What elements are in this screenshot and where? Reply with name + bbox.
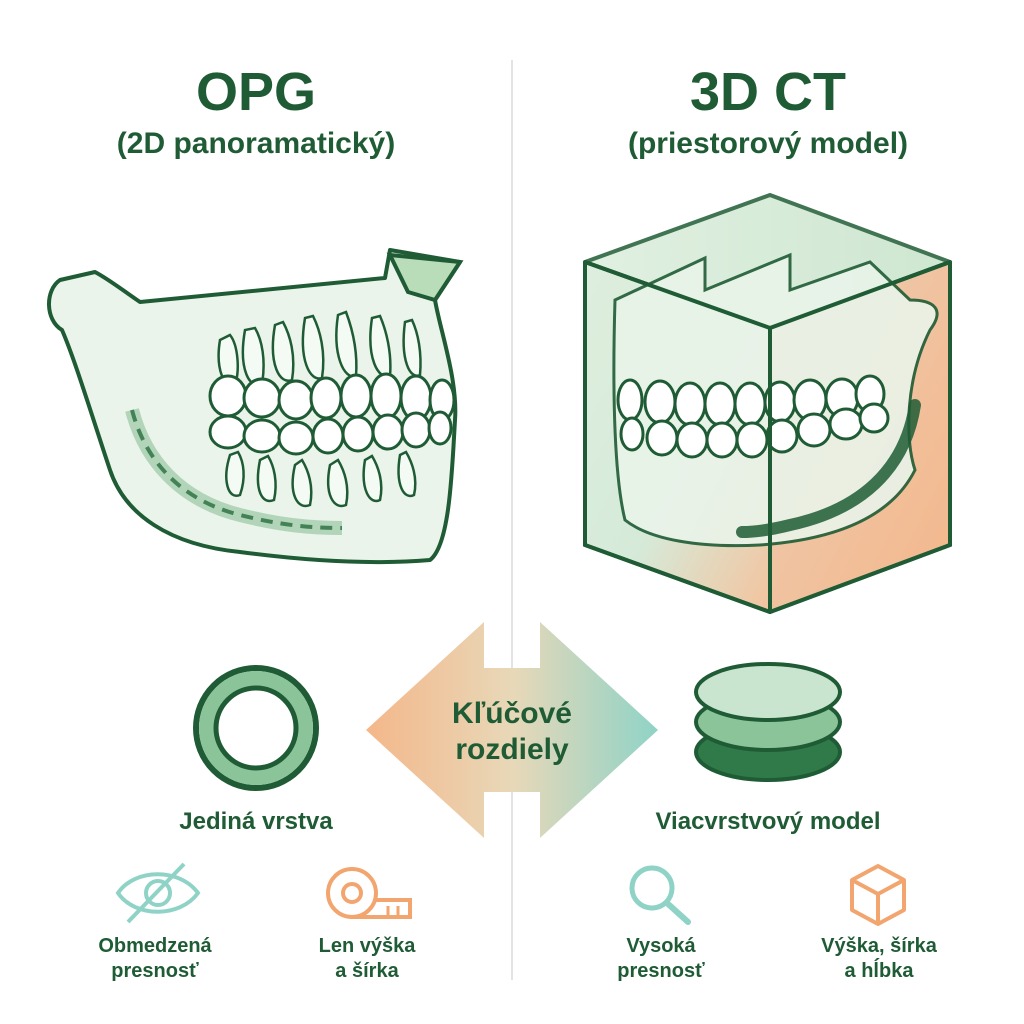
key-differences-line2: rozdiely bbox=[455, 733, 569, 766]
ct-title: 3D CT bbox=[689, 62, 846, 122]
feature-height-width-depth-line2: a hĺbka bbox=[844, 960, 914, 982]
feature-high-precision: Vysoká presnosť bbox=[576, 934, 746, 984]
ramus-notch bbox=[386, 252, 464, 303]
nerve-canal-dashed bbox=[130, 409, 343, 530]
opg-title: OPG bbox=[195, 62, 317, 122]
feature-height-width-only-line1: Len výška bbox=[318, 935, 416, 957]
ct-nerve-canal bbox=[736, 399, 921, 538]
multi-layer-label: Viacvrstvový model bbox=[655, 808, 881, 835]
cube-edges-front bbox=[583, 260, 952, 615]
opg-lower-teeth bbox=[208, 410, 453, 456]
feature-height-width-only-line2: a šírka bbox=[335, 960, 399, 982]
single-layer-label: Jediná vrstva bbox=[179, 808, 333, 835]
feature-high-precision-line1: Vysoká bbox=[626, 935, 696, 957]
key-differences-label: Kľúčové rozdiely bbox=[412, 696, 612, 768]
feature-height-width-only: Len výška a šírka bbox=[282, 934, 452, 984]
feature-limited-precision-line1: Obmedzená bbox=[98, 935, 212, 957]
ct-upper-teeth bbox=[616, 374, 886, 427]
opg-roots bbox=[217, 310, 422, 508]
opg-upper-teeth bbox=[208, 372, 456, 422]
feature-high-precision-line2: presnosť bbox=[617, 960, 705, 982]
feature-limited-precision: Obmedzená presnosť bbox=[70, 934, 240, 984]
ct-lower-teeth bbox=[619, 402, 890, 459]
opg-subtitle: (2D panoramatický) bbox=[116, 127, 396, 160]
feature-limited-precision-line2: presnosť bbox=[111, 960, 199, 982]
center-divider bbox=[511, 60, 513, 980]
feature-height-width-depth-line1: Výška, šírka bbox=[821, 935, 937, 957]
key-differences-line1: Kľúčové bbox=[452, 697, 572, 730]
ct-subtitle: (priestorový model) bbox=[627, 127, 909, 160]
feature-height-width-depth: Výška, šírka a hĺbka bbox=[794, 934, 964, 984]
